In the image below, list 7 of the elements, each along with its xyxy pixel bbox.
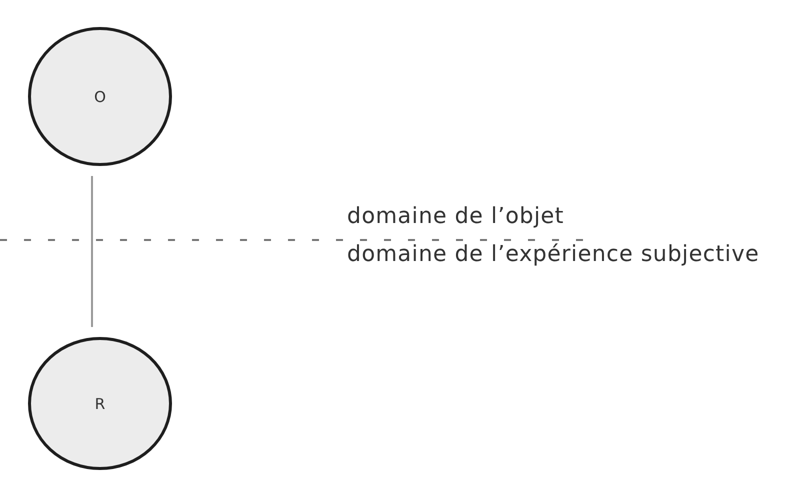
connector-line: [91, 176, 93, 327]
node-label: R: [94, 394, 106, 412]
circle-node: [28, 27, 172, 166]
node-label: O: [94, 88, 106, 106]
domain-label: domaine de l’expérience subjective: [347, 244, 760, 266]
circle-node: [28, 337, 172, 470]
domain-label: domaine de l’objet: [347, 206, 564, 228]
